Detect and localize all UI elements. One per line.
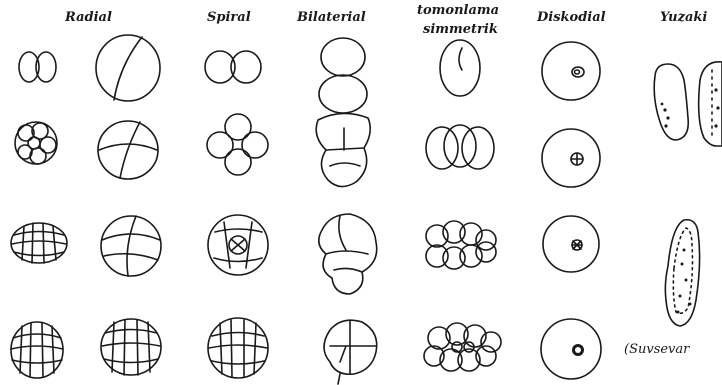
- bilateral-symmetric-1: [440, 40, 480, 96]
- caption-suvsevar: (Suvsevar: [624, 342, 690, 357]
- radial-large-32-cell: [101, 319, 161, 375]
- radial-large-2-cell: [96, 35, 160, 101]
- bilaterial-2-cell: [319, 38, 367, 113]
- bilateral-symmetric-2: [426, 125, 494, 169]
- radial-32-cell: [11, 322, 63, 378]
- bilateral-symmetric-3: [426, 221, 496, 269]
- radial-8-cell: [15, 122, 57, 164]
- bilaterial-16-cell: [324, 320, 377, 384]
- bilateral-symmetric-4: [424, 323, 501, 371]
- spiral-8-cell: [208, 215, 268, 275]
- header-bilaterial: Bilaterial: [296, 10, 366, 25]
- spiral-32-cell: [208, 318, 268, 378]
- spiral-4-cell: [207, 114, 268, 175]
- superficial-3: [665, 220, 699, 326]
- radial-large-4-cell: [98, 121, 158, 179]
- spiral-2-cell: [205, 51, 261, 83]
- radial-2-cell: [19, 52, 56, 82]
- header-simmetrik: simmetrik: [423, 22, 498, 37]
- superficial-2: [699, 62, 722, 146]
- discoidal-1: [542, 42, 600, 100]
- discoidal-2: [542, 129, 600, 187]
- header-yuzaki: Yuzaki: [660, 10, 707, 25]
- radial-large-8-cell: [101, 216, 161, 276]
- header-radial: Radial: [64, 10, 112, 25]
- header-spiral: Spiral: [207, 10, 251, 25]
- radial-16-cell: [11, 223, 67, 263]
- superficial-1: [654, 64, 688, 140]
- bilaterial-4-cell: [316, 113, 370, 186]
- bilaterial-8-cell: [319, 214, 377, 294]
- header-diskodial: Diskodial: [536, 10, 606, 25]
- discoidal-4: [541, 319, 601, 379]
- discoidal-3: [543, 216, 599, 272]
- header-tomonlama: tomonlama: [417, 3, 499, 18]
